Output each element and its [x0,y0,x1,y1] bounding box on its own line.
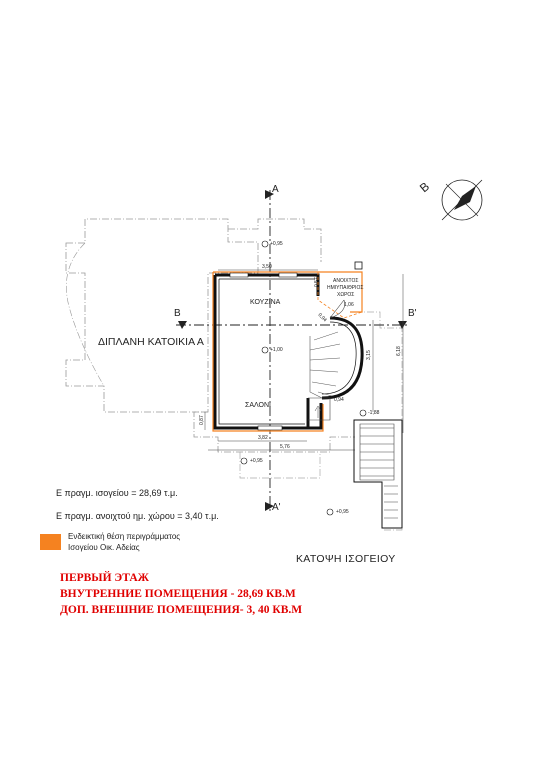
curved-wall [321,316,364,400]
right-outline [355,311,403,531]
lower-outline [193,411,355,453]
open-space-label-2: ΗΜΙΥΠΑΙΘΡΙΟΣ [327,285,363,291]
dim-left: 0,87 [199,415,205,425]
ground-area-text: Ε πραγμ. ισογείου = 28,69 τ.μ. [56,488,178,498]
section-arrow-a-bottom [265,502,274,511]
legend-text: Ενδεικτική θέση περιγράμματος Ισογείου Ο… [68,531,180,553]
svg-text:+0,95: +0,95 [250,458,263,464]
svg-text:-1,88: -1,88 [368,410,380,416]
dim-stair: 0,94 [334,397,344,403]
dim-right-2: 6,18 [396,346,402,356]
level-mark-3: +0,95 [240,457,263,465]
upper-outline [228,218,322,262]
section-b-left-label: B [174,308,181,319]
spiral-stair-edge [309,336,323,399]
section-a-top-label: A [272,184,279,195]
level-mark-2: +1,00 [261,346,283,354]
neighbor-outline [65,218,259,413]
ext-stair-outline [353,419,403,529]
level-mark-5: -1,88 [359,409,380,417]
neighbor-label: ΔΙΠΛΑΝΗ ΚΑΤΟΙΚΙΑ Α [98,336,204,348]
legend-line-2: Ισογείου Οικ. Αδείας [68,543,140,552]
level-mark-1: +0,95 [261,240,283,248]
door-swing [329,299,345,319]
summary-line-2: ВНУТРЕННИЕ ПОМЕЩЕНИЯ - 28,69 КВ.М [60,588,296,600]
dim-top: 3,50 [262,264,272,270]
dim-right-1: 3,15 [366,350,372,360]
section-b-right-label: B' [408,308,417,319]
summary-line-3: ДОП. ВНЕШНИЕ ПОМЕЩЕНИЯ- 3, 40 КВ.М [60,604,303,616]
dim-bottom-2: 5,76 [280,444,290,450]
chimney-box [354,261,363,270]
open-area-text: Ε πραγμ. ανοιχτού ημ. χώρου = 3,40 τ.μ. [56,511,219,521]
compass-icon: B [417,179,483,221]
window-top-2 [278,272,298,278]
legend-line-1: Ενδεικτική θέση περιγράμματος [68,532,181,541]
curved-wall-inner [321,321,357,395]
svg-text:B: B [417,179,432,195]
landing-arrow [314,405,322,418]
svg-text:+0,95: +0,95 [336,509,349,515]
landing [308,397,331,421]
section-arrow-b-right [398,321,407,329]
house-walls-inner [218,278,315,425]
dim-open-1: 1,06 [344,302,354,308]
window-bottom [257,425,283,431]
section-arrow-b-left [178,321,187,329]
neighbor-curve [66,242,105,387]
legend-swatch [40,534,61,550]
open-space-label-1: ΑΝΟΙΧΤΟΣ [333,278,359,284]
open-space-label-3: ΧΩΡΟΣ [337,292,354,298]
lower-outline-2 [239,452,321,479]
level-mark-4: +0,95 [326,508,349,516]
room-kitchen-label: ΚΟΥΖΙΝΑ [250,299,281,306]
plan-title: ΚΑΤΟΨΗ ΙΣΟΓΕΙΟΥ [296,553,396,565]
window-top-1 [229,272,249,278]
dim-open-3: 0,94 [317,312,328,323]
spiral-stair [309,331,341,397]
summary-line-1: ПЕРВЫЙ ЭТАЖ [60,572,149,584]
svg-text:+1,00: +1,00 [270,347,283,353]
room-living-label: ΣΑΛΟΝΙ [245,402,271,409]
ext-stair-treads [360,427,398,519]
section-a-bottom-label: A' [272,502,281,513]
section-arrow-a-top [265,190,274,199]
dim-bottom-1: 3,82 [258,435,268,441]
permit-outline [212,271,363,432]
svg-text:+0,95: +0,95 [270,241,283,247]
ext-stair-inner [359,423,395,481]
